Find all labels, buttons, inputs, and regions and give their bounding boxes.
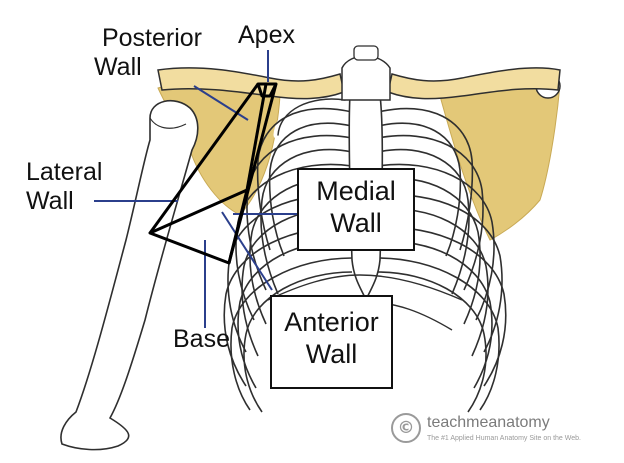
clavicles: [157, 45, 561, 101]
posterior-wall-label: Posterior Wall: [92, 24, 212, 82]
posterior-wall-line1: Posterior: [101, 24, 203, 52]
copyright-icon: ©: [391, 413, 421, 443]
ribs-right: [273, 94, 350, 140]
lateral-wall-label: Lateral Wall: [26, 158, 102, 216]
posterior-wall-line2: Wall: [94, 52, 142, 81]
medial-wall-box: Medial Wall: [297, 168, 415, 251]
axilla-pyramid: [148, 82, 278, 265]
apex-label: Apex: [238, 21, 295, 49]
anterior-wall-pointer: [221, 211, 273, 291]
anterior-wall-line2: Wall: [305, 339, 358, 370]
pointer-lines: [94, 50, 298, 328]
base-label: Base: [173, 325, 230, 353]
anterior-wall-line1: Anterior: [284, 307, 379, 337]
brand-tagline: The #1 Applied Human Anatomy Site on the…: [427, 435, 581, 442]
anterior-wall-box: Anterior Wall: [270, 295, 393, 389]
brand-name: teachmeanatomy: [427, 414, 550, 431]
humerus: [60, 99, 199, 451]
lateral-wall-line1: Lateral: [26, 158, 103, 186]
lateral-wall-line2: Wall: [26, 186, 74, 215]
medial-wall-line2: Wall: [330, 208, 382, 239]
medial-wall-line1: Medial: [316, 176, 396, 206]
teachmeanatomy-logo: © teachmeanatomy The #1 Applied Human An…: [391, 413, 621, 453]
posterior-wall-pointer: [193, 85, 249, 121]
